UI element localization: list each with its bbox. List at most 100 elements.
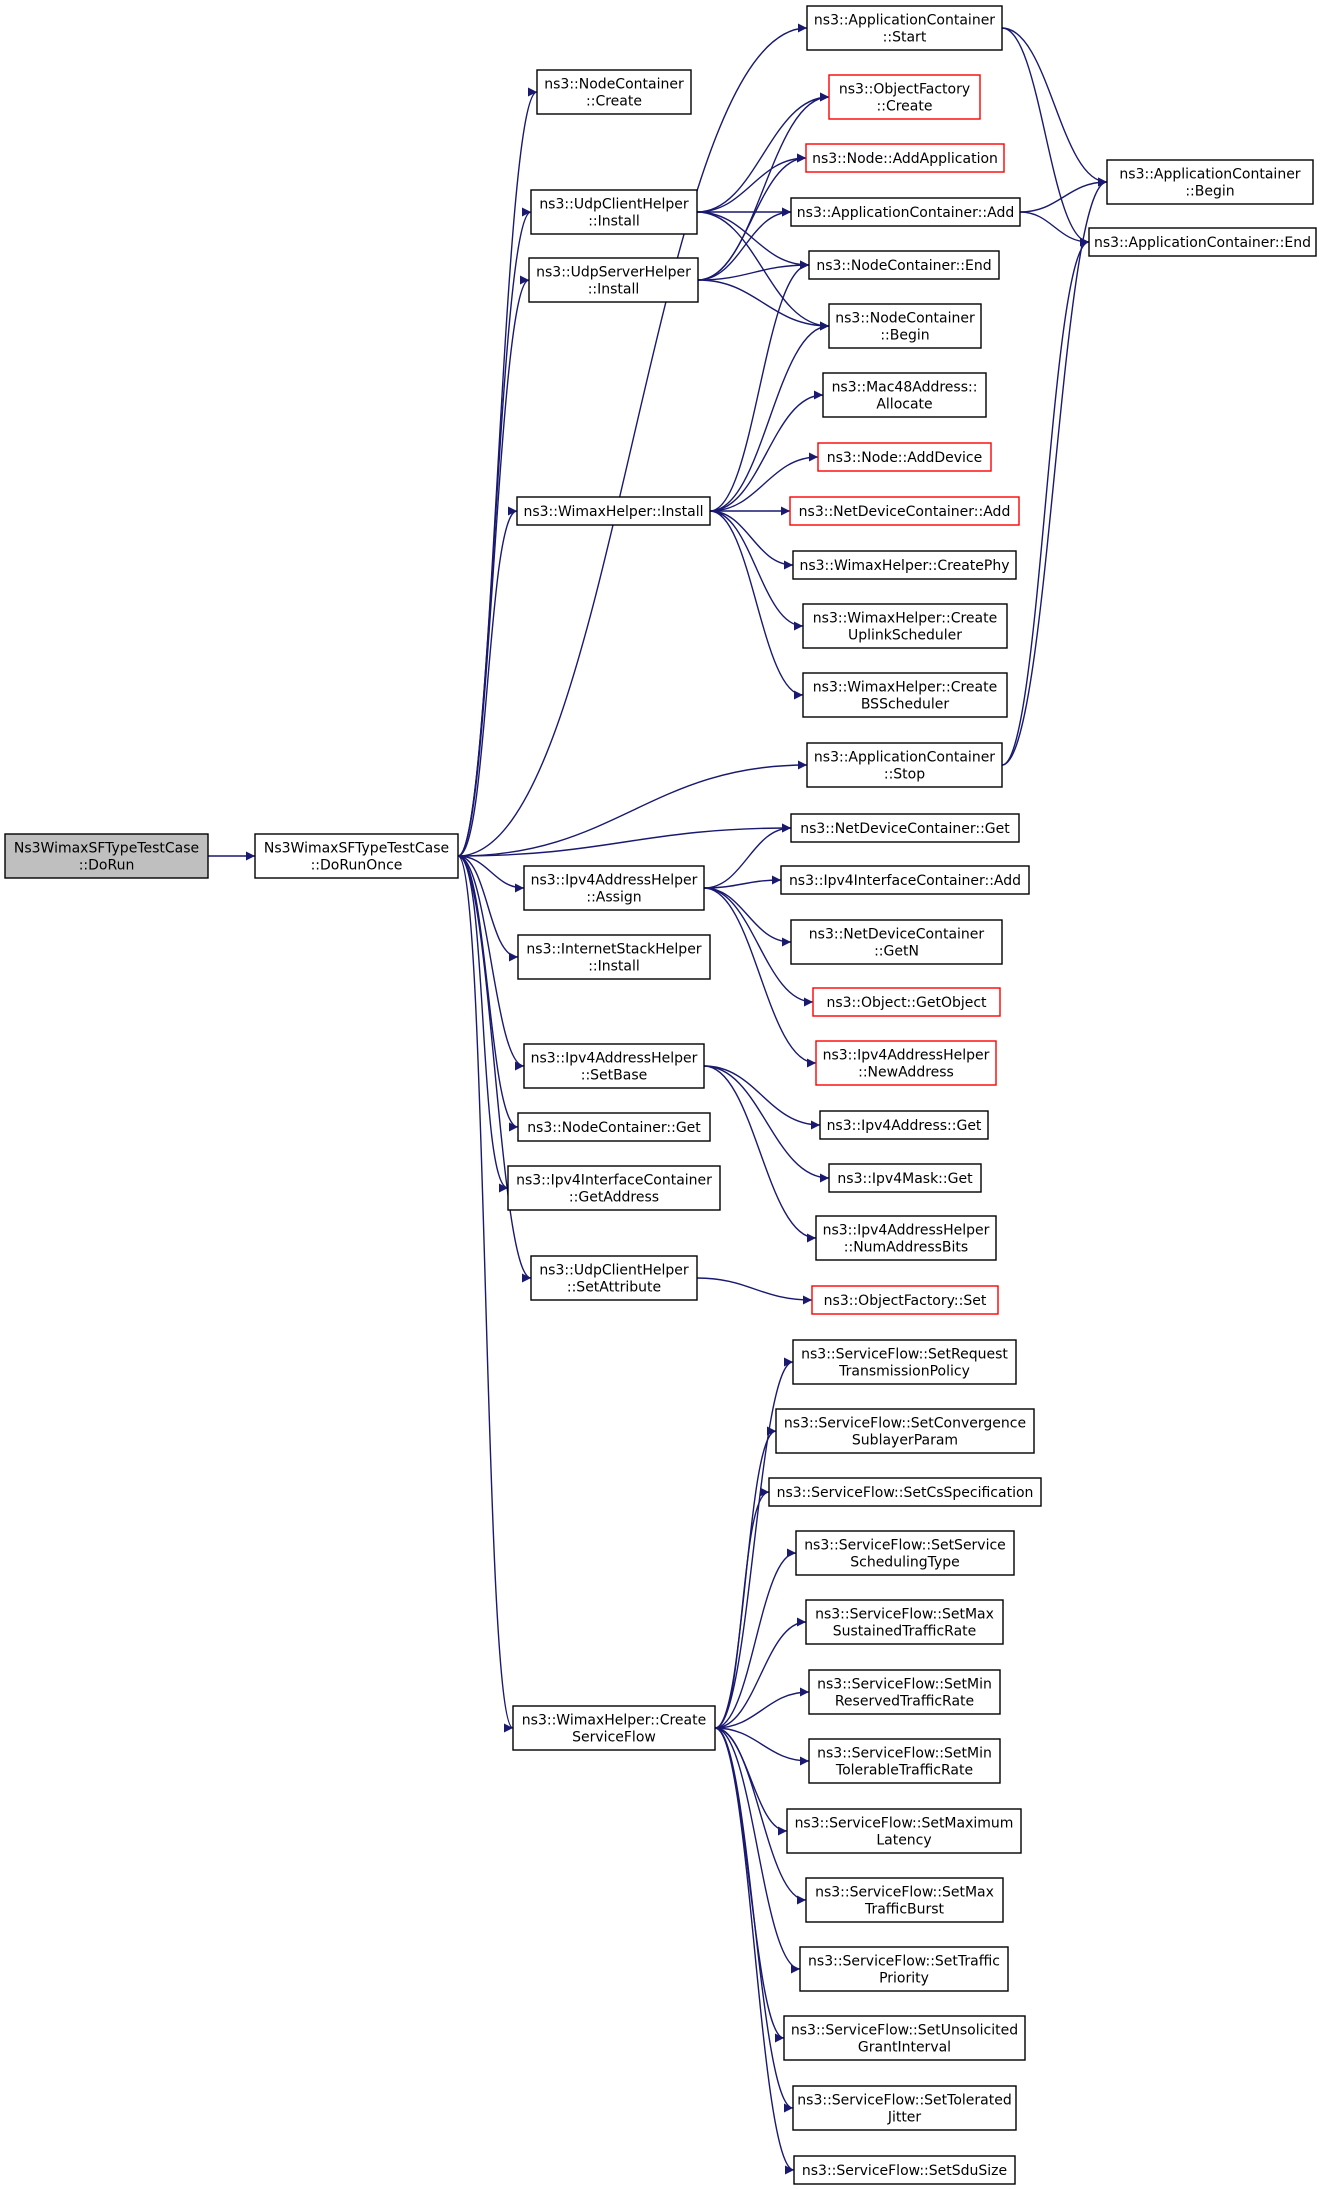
node-doruneonce[interactable]: Ns3WimaxSFTypeTestCase::DoRunOnce xyxy=(254,833,459,879)
node-ofcreate[interactable]: ns3::ObjectFactory::Create xyxy=(828,74,981,120)
node-label-appbegin-line-1: ns3::ApplicationContainer xyxy=(1119,167,1300,183)
node-sf_mintol[interactable]: ns3::ServiceFlow::SetMinTolerableTraffic… xyxy=(808,1738,1001,1784)
node-nodeadddevice[interactable]: ns3::Node::AddDevice xyxy=(817,442,992,472)
node-udpclientinstall[interactable]: ns3::UdpClientHelper::Install xyxy=(530,189,698,235)
node-label-ncbegin-line-2: ::Begin xyxy=(880,328,929,344)
node-label-ndcgetn-line-1: ns3::NetDeviceContainer xyxy=(809,927,985,943)
node-box-nodeaddapp xyxy=(805,143,1005,173)
node-ncbegin[interactable]: ns3::NodeContainer::Begin xyxy=(828,303,982,349)
node-label-sf_reqtx-line-2: TransmissionPolicy xyxy=(838,1364,970,1380)
node-ipv4icadd[interactable]: ns3::Ipv4InterfaceContainer::Add xyxy=(780,865,1030,895)
node-ncend[interactable]: ns3::NodeContainer::End xyxy=(808,250,1000,280)
edge-doruneonce-to-appstop xyxy=(457,760,808,857)
node-label-sf_conv-line-2: SublayerParam xyxy=(852,1433,958,1449)
node-getaddress[interactable]: ns3::Ipv4InterfaceContainer::GetAddress xyxy=(507,1165,721,1211)
node-label-appadd-line-1: ns3::ApplicationContainer::Add xyxy=(797,205,1014,221)
node-box-sf_minres xyxy=(808,1669,1001,1715)
edge-doruneonce-to-createsf xyxy=(457,855,514,1733)
node-box-ofset xyxy=(811,1285,999,1315)
node-wimaxinstall[interactable]: ns3::WimaxHelper::Install xyxy=(516,496,711,526)
node-newaddress[interactable]: ns3::Ipv4AddressHelper::NewAddress xyxy=(815,1040,997,1086)
node-ncget[interactable]: ns3::NodeContainer::Get xyxy=(517,1112,711,1142)
node-ndcadd[interactable]: ns3::NetDeviceContainer::Add xyxy=(789,496,1020,526)
node-createphy[interactable]: ns3::WimaxHelper::CreatePhy xyxy=(792,550,1017,580)
node-getobject[interactable]: ns3::Object::GetObject xyxy=(812,987,1001,1017)
node-ipv4maskget[interactable]: ns3::Ipv4Mask::Get xyxy=(828,1163,982,1193)
node-ndcgetn[interactable]: ns3::NetDeviceContainer::GetN xyxy=(790,919,1003,965)
node-label-numaddrbits-line-1: ns3::Ipv4AddressHelper xyxy=(823,1223,990,1239)
node-label-appstop-line-2: ::Stop xyxy=(884,767,925,783)
node-appbegin[interactable]: ns3::ApplicationContainer::Begin xyxy=(1106,159,1314,205)
node-mac48[interactable]: ns3::Mac48Address::Allocate xyxy=(822,372,987,418)
edge-udpserverinstall-to-ncbegin xyxy=(697,279,830,331)
node-udpsetattr[interactable]: ns3::UdpClientHelper::SetAttribute xyxy=(530,1255,698,1301)
node-ofset[interactable]: ns3::ObjectFactory::Set xyxy=(811,1285,999,1315)
edge-ipv4assign-to-getobject xyxy=(703,887,814,1007)
edge-udpclientinstall-to-ofcreate xyxy=(696,92,830,213)
edge-wimaxinstall-to-createbs xyxy=(709,510,804,700)
node-ndcget[interactable]: ns3::NetDeviceContainer::Get xyxy=(790,813,1020,843)
node-label-ipv4addrget-line-1: ns3::Ipv4Address::Get xyxy=(827,1118,982,1134)
node-numaddrbits[interactable]: ns3::Ipv4AddressHelper::NumAddressBits xyxy=(815,1215,997,1261)
node-udpserverinstall[interactable]: ns3::UdpServerHelper::Install xyxy=(528,257,699,303)
node-label-dorun-line-2: ::DoRun xyxy=(79,858,135,874)
node-box-ndcadd xyxy=(789,496,1020,526)
edge-udpserverinstall-to-nodeaddapp xyxy=(697,153,807,281)
node-label-newaddress-line-2: ::NewAddress xyxy=(858,1065,954,1081)
edge-doruneonce-to-udpclientinstall xyxy=(457,207,532,857)
edge-ipv4assign-to-ipv4icadd xyxy=(703,875,782,889)
node-label-sf_jitter-line-2: Jitter xyxy=(887,2110,922,2126)
node-box-sf_prio xyxy=(799,1946,1009,1992)
node-label-dorun-line-1: Ns3WimaxSFTypeTestCase xyxy=(14,841,199,857)
node-nodeaddapp[interactable]: ns3::Node::AddApplication xyxy=(805,143,1005,173)
node-appstart[interactable]: ns3::ApplicationContainer::Start xyxy=(806,5,1003,51)
edge-doruneonce-to-udpsetattr xyxy=(457,855,532,1283)
node-box-appstart xyxy=(806,5,1003,51)
node-appadd[interactable]: ns3::ApplicationContainer::Add xyxy=(790,197,1021,227)
edge-appadd-to-appbegin xyxy=(1019,177,1108,213)
node-sf_minres[interactable]: ns3::ServiceFlow::SetMinReservedTrafficR… xyxy=(808,1669,1001,1715)
node-label-udpclientinstall-line-1: ns3::UdpClientHelper xyxy=(539,197,689,213)
edge-doruneonce-to-internetinstall xyxy=(457,855,519,962)
node-label-udpserverinstall-line-1: ns3::UdpServerHelper xyxy=(536,265,691,281)
node-label-mac48-line-2: Allocate xyxy=(876,397,932,413)
node-append[interactable]: ns3::ApplicationContainer::End xyxy=(1088,227,1317,257)
node-sf_ugi[interactable]: ns3::ServiceFlow::SetUnsolicitedGrantInt… xyxy=(783,2015,1026,2061)
node-nccreate[interactable]: ns3::NodeContainer::Create xyxy=(536,69,692,115)
node-label-append-line-1: ns3::ApplicationContainer::End xyxy=(1094,235,1311,251)
edge-udpsetattr-to-ofset xyxy=(696,1277,813,1305)
node-label-sf_sched-line-1: ns3::ServiceFlow::SetService xyxy=(804,1538,1006,1554)
node-sf_conv[interactable]: ns3::ServiceFlow::SetConvergenceSublayer… xyxy=(775,1408,1035,1454)
edge-createsf-to-sf_jitter xyxy=(714,1727,794,2113)
node-sf_sdu[interactable]: ns3::ServiceFlow::SetSduSize xyxy=(793,2155,1016,2185)
edge-createsf-to-sf_minres xyxy=(714,1687,810,1729)
node-sf_maxsus[interactable]: ns3::ServiceFlow::SetMaxSustainedTraffic… xyxy=(805,1599,1004,1645)
edge-createsf-to-sf_maxburst xyxy=(714,1727,807,1905)
node-ipv4assign[interactable]: ns3::Ipv4AddressHelper::Assign xyxy=(523,865,705,911)
nodes-layer: Ns3WimaxSFTypeTestCase::DoRunNs3WimaxSFT… xyxy=(4,5,1317,2185)
node-label-setbase-line-1: ns3::Ipv4AddressHelper xyxy=(531,1051,698,1067)
node-internetinstall[interactable]: ns3::InternetStackHelper::Install xyxy=(517,934,711,980)
node-appstop[interactable]: ns3::ApplicationContainer::Stop xyxy=(806,742,1003,788)
node-box-dorun xyxy=(4,833,209,879)
node-ipv4addrget[interactable]: ns3::Ipv4Address::Get xyxy=(819,1110,989,1140)
node-label-appstop-line-1: ns3::ApplicationContainer xyxy=(814,750,995,766)
node-dorun[interactable]: Ns3WimaxSFTypeTestCase::DoRun xyxy=(4,833,209,879)
edge-ipv4assign-to-newaddress xyxy=(703,887,817,1068)
node-sf_cs[interactable]: ns3::ServiceFlow::SetCsSpecification xyxy=(768,1477,1042,1507)
edge-setbase-to-numaddrbits xyxy=(703,1065,817,1243)
node-setbase[interactable]: ns3::Ipv4AddressHelper::SetBase xyxy=(523,1043,705,1089)
node-label-ipv4icadd-line-1: ns3::Ipv4InterfaceContainer::Add xyxy=(789,873,1021,889)
node-box-sf_reqtx xyxy=(792,1339,1017,1385)
edge-wimaxinstall-to-nodeadddevice xyxy=(709,452,819,512)
node-sf_sched[interactable]: ns3::ServiceFlow::SetServiceSchedulingTy… xyxy=(795,1530,1015,1576)
node-label-createuplink-line-2: UplinkScheduler xyxy=(848,628,962,644)
node-sf_reqtx[interactable]: ns3::ServiceFlow::SetRequestTransmission… xyxy=(792,1339,1017,1385)
